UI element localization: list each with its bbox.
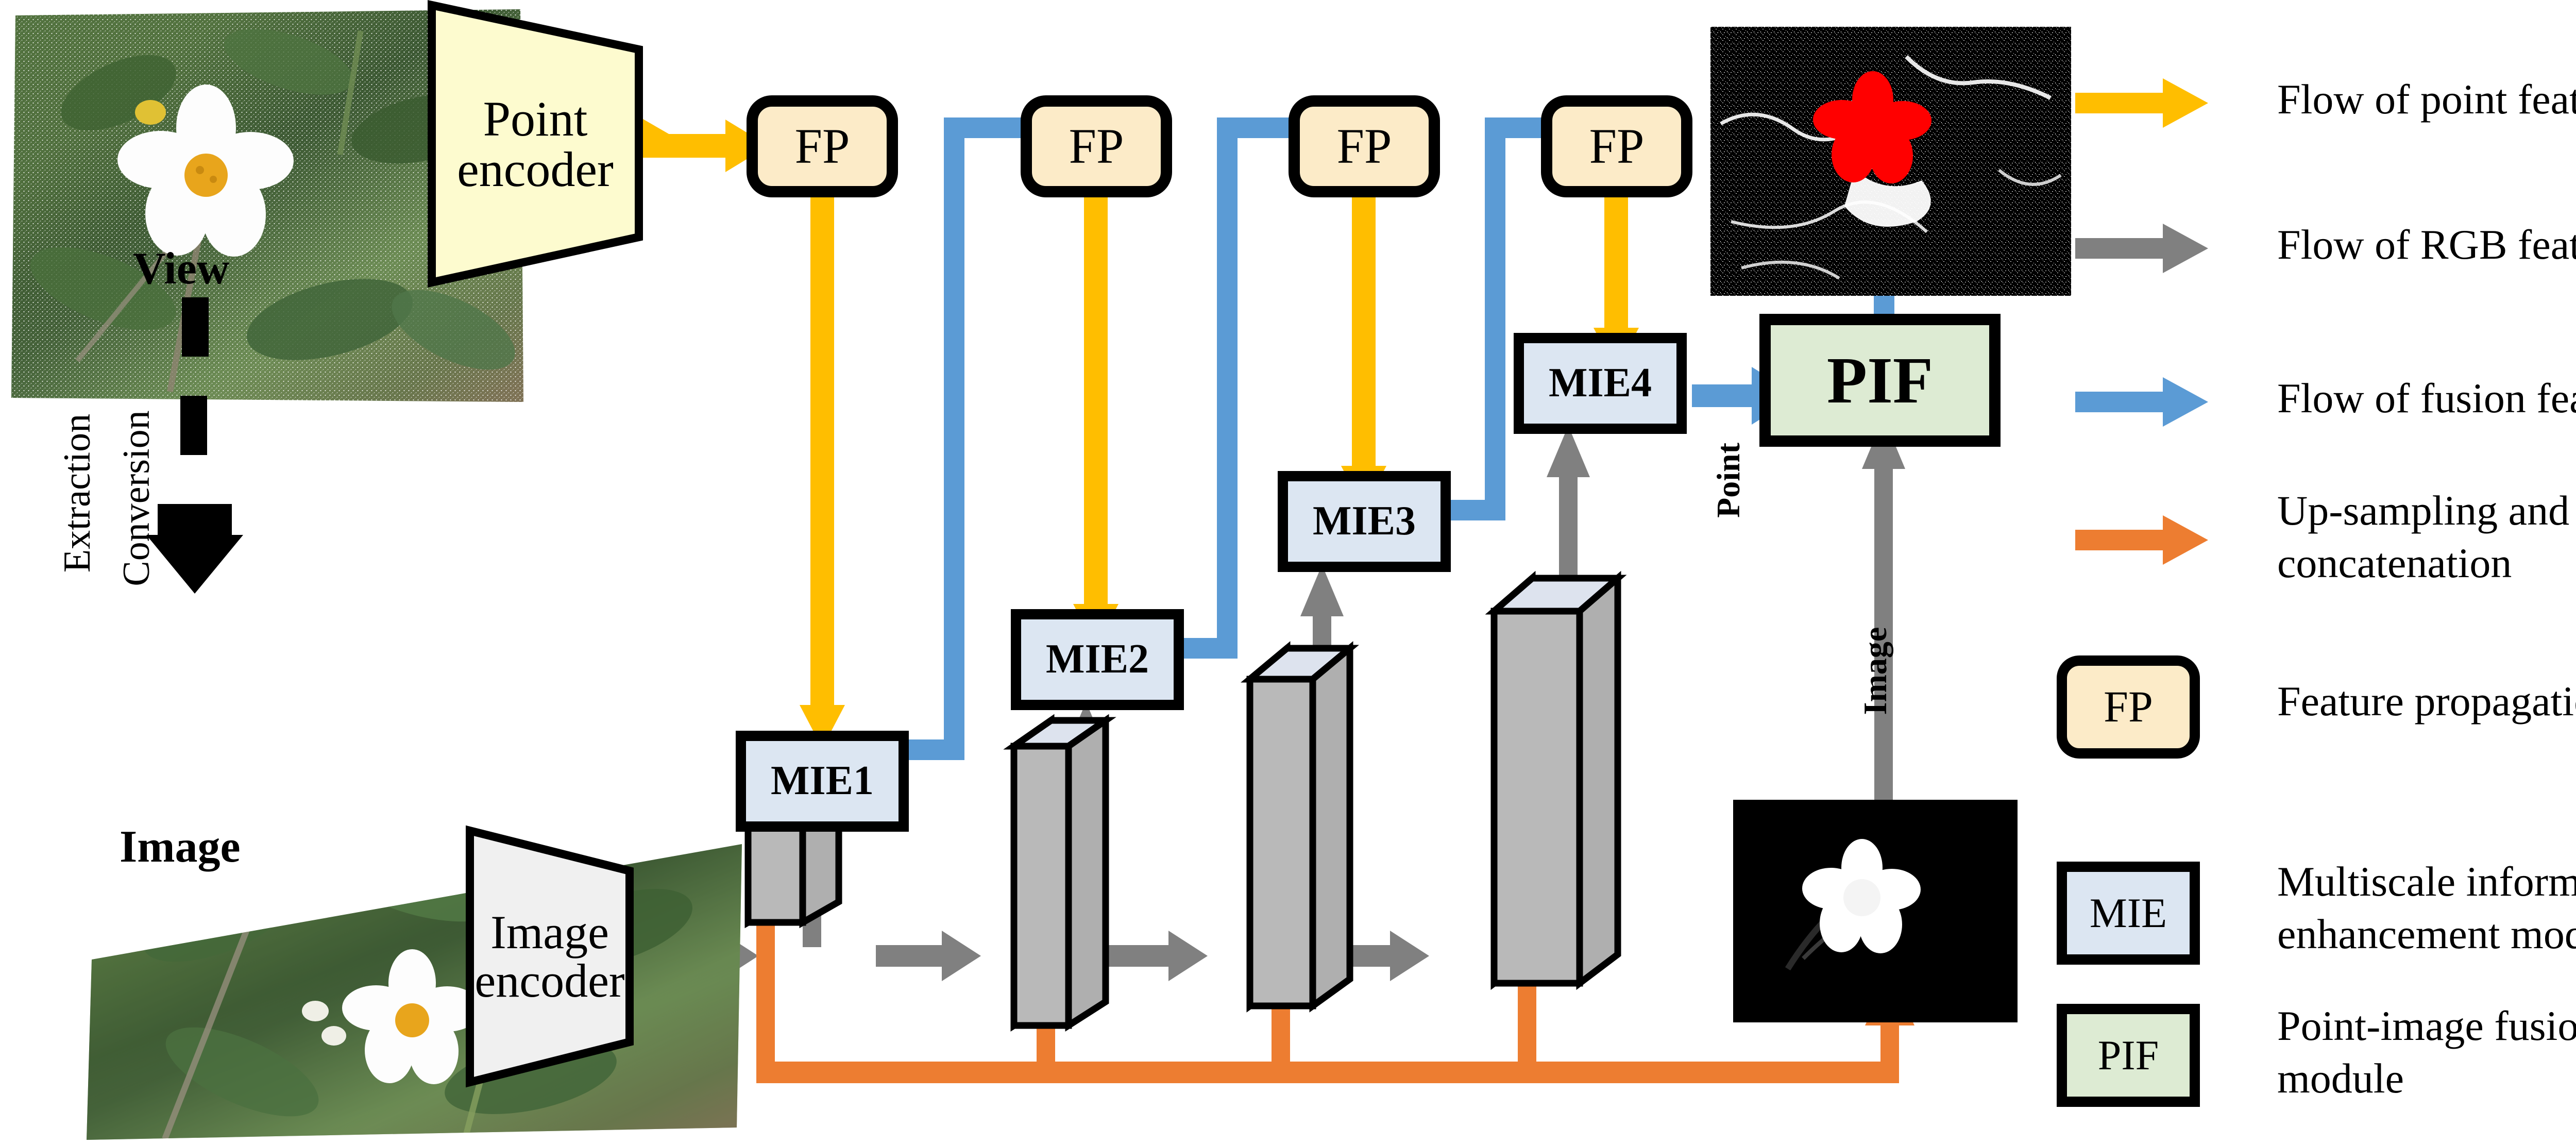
legend-text-fusion-flow: Flow of fusion features <box>2277 375 2576 422</box>
feature-cuboid-3 <box>1241 641 1359 1013</box>
legend-upsample-line2: concatenation <box>2277 539 2512 586</box>
edge-feat2-to-feat3 <box>1108 931 1208 981</box>
image-caption: Image <box>120 822 241 872</box>
pif-block[interactable] <box>1759 314 2001 447</box>
image-encoder-shape[interactable] <box>466 825 634 1088</box>
legend-swatch-fp <box>2057 655 2200 759</box>
legend-text-mie: Multiscale information enhancement modul… <box>2277 855 2576 960</box>
feature-cuboid-4 <box>1485 570 1627 990</box>
legend-text-pif: Point-image fusion module <box>2277 1000 2576 1104</box>
mask-image-thumbnail <box>1733 800 2018 1022</box>
extraction-conversion-dashes <box>146 297 243 594</box>
image-edge-label: Image <box>1857 627 1893 715</box>
legend-upsample-line1: Up-sampling and <box>2277 487 2570 534</box>
edge-fp3-to-mie3 <box>1341 190 1386 509</box>
legend-mie-line1: Multiscale information <box>2277 858 2576 905</box>
legend-text-fp: Feature propagation <box>2277 678 2576 725</box>
output-segmentation-thumbnail <box>1710 27 2071 296</box>
legend-pif-line1: Point-image fusion <box>2277 1002 2576 1049</box>
legend-swatch-pif <box>2057 1004 2200 1107</box>
edge-fp2-to-mie2 <box>1073 190 1118 647</box>
fp-block-2[interactable] <box>1021 95 1172 197</box>
edge-upsample-concat-bus <box>756 921 1914 1083</box>
extraction-label: Extraction <box>56 413 98 573</box>
legend-arrow-point-flow <box>2075 78 2208 128</box>
point-encoder-shape[interactable] <box>428 0 643 288</box>
legend-text-upsample-flow: Up-sampling and concatenation <box>2277 484 2569 589</box>
mie-block-3[interactable] <box>1278 471 1451 572</box>
edge-feat1-to-feat2 <box>876 931 981 981</box>
legend-pif-line2: module <box>2277 1054 2404 1102</box>
fp-block-3[interactable] <box>1289 95 1440 197</box>
legend-mie-line2: enhancement module <box>2277 910 2576 957</box>
legend-arrow-upsample-flow <box>2075 515 2208 565</box>
edge-fp1-to-mie1 <box>800 190 845 748</box>
legend-arrow-fusion-flow <box>2075 377 2208 427</box>
mie-block-4[interactable] <box>1514 333 1687 434</box>
legend-text-point-flow: Flow of point features <box>2277 76 2576 123</box>
fp-block-4[interactable] <box>1541 95 1692 197</box>
legend-swatch-mie <box>2057 862 2200 965</box>
legend-text-rgb-flow: Flow of RGB features <box>2277 221 2576 268</box>
point-edge-label: Point <box>1710 443 1747 518</box>
view-caption: View <box>133 244 230 294</box>
image-thumbnail <box>87 844 742 1140</box>
mie-block-2[interactable] <box>1011 609 1184 710</box>
conversion-label: Conversion <box>115 410 158 586</box>
mie-block-1[interactable] <box>736 731 909 832</box>
feature-cuboid-2 <box>1003 714 1116 1032</box>
legend-arrow-rgb-flow <box>2075 224 2208 273</box>
fp-block-1[interactable] <box>747 95 898 197</box>
